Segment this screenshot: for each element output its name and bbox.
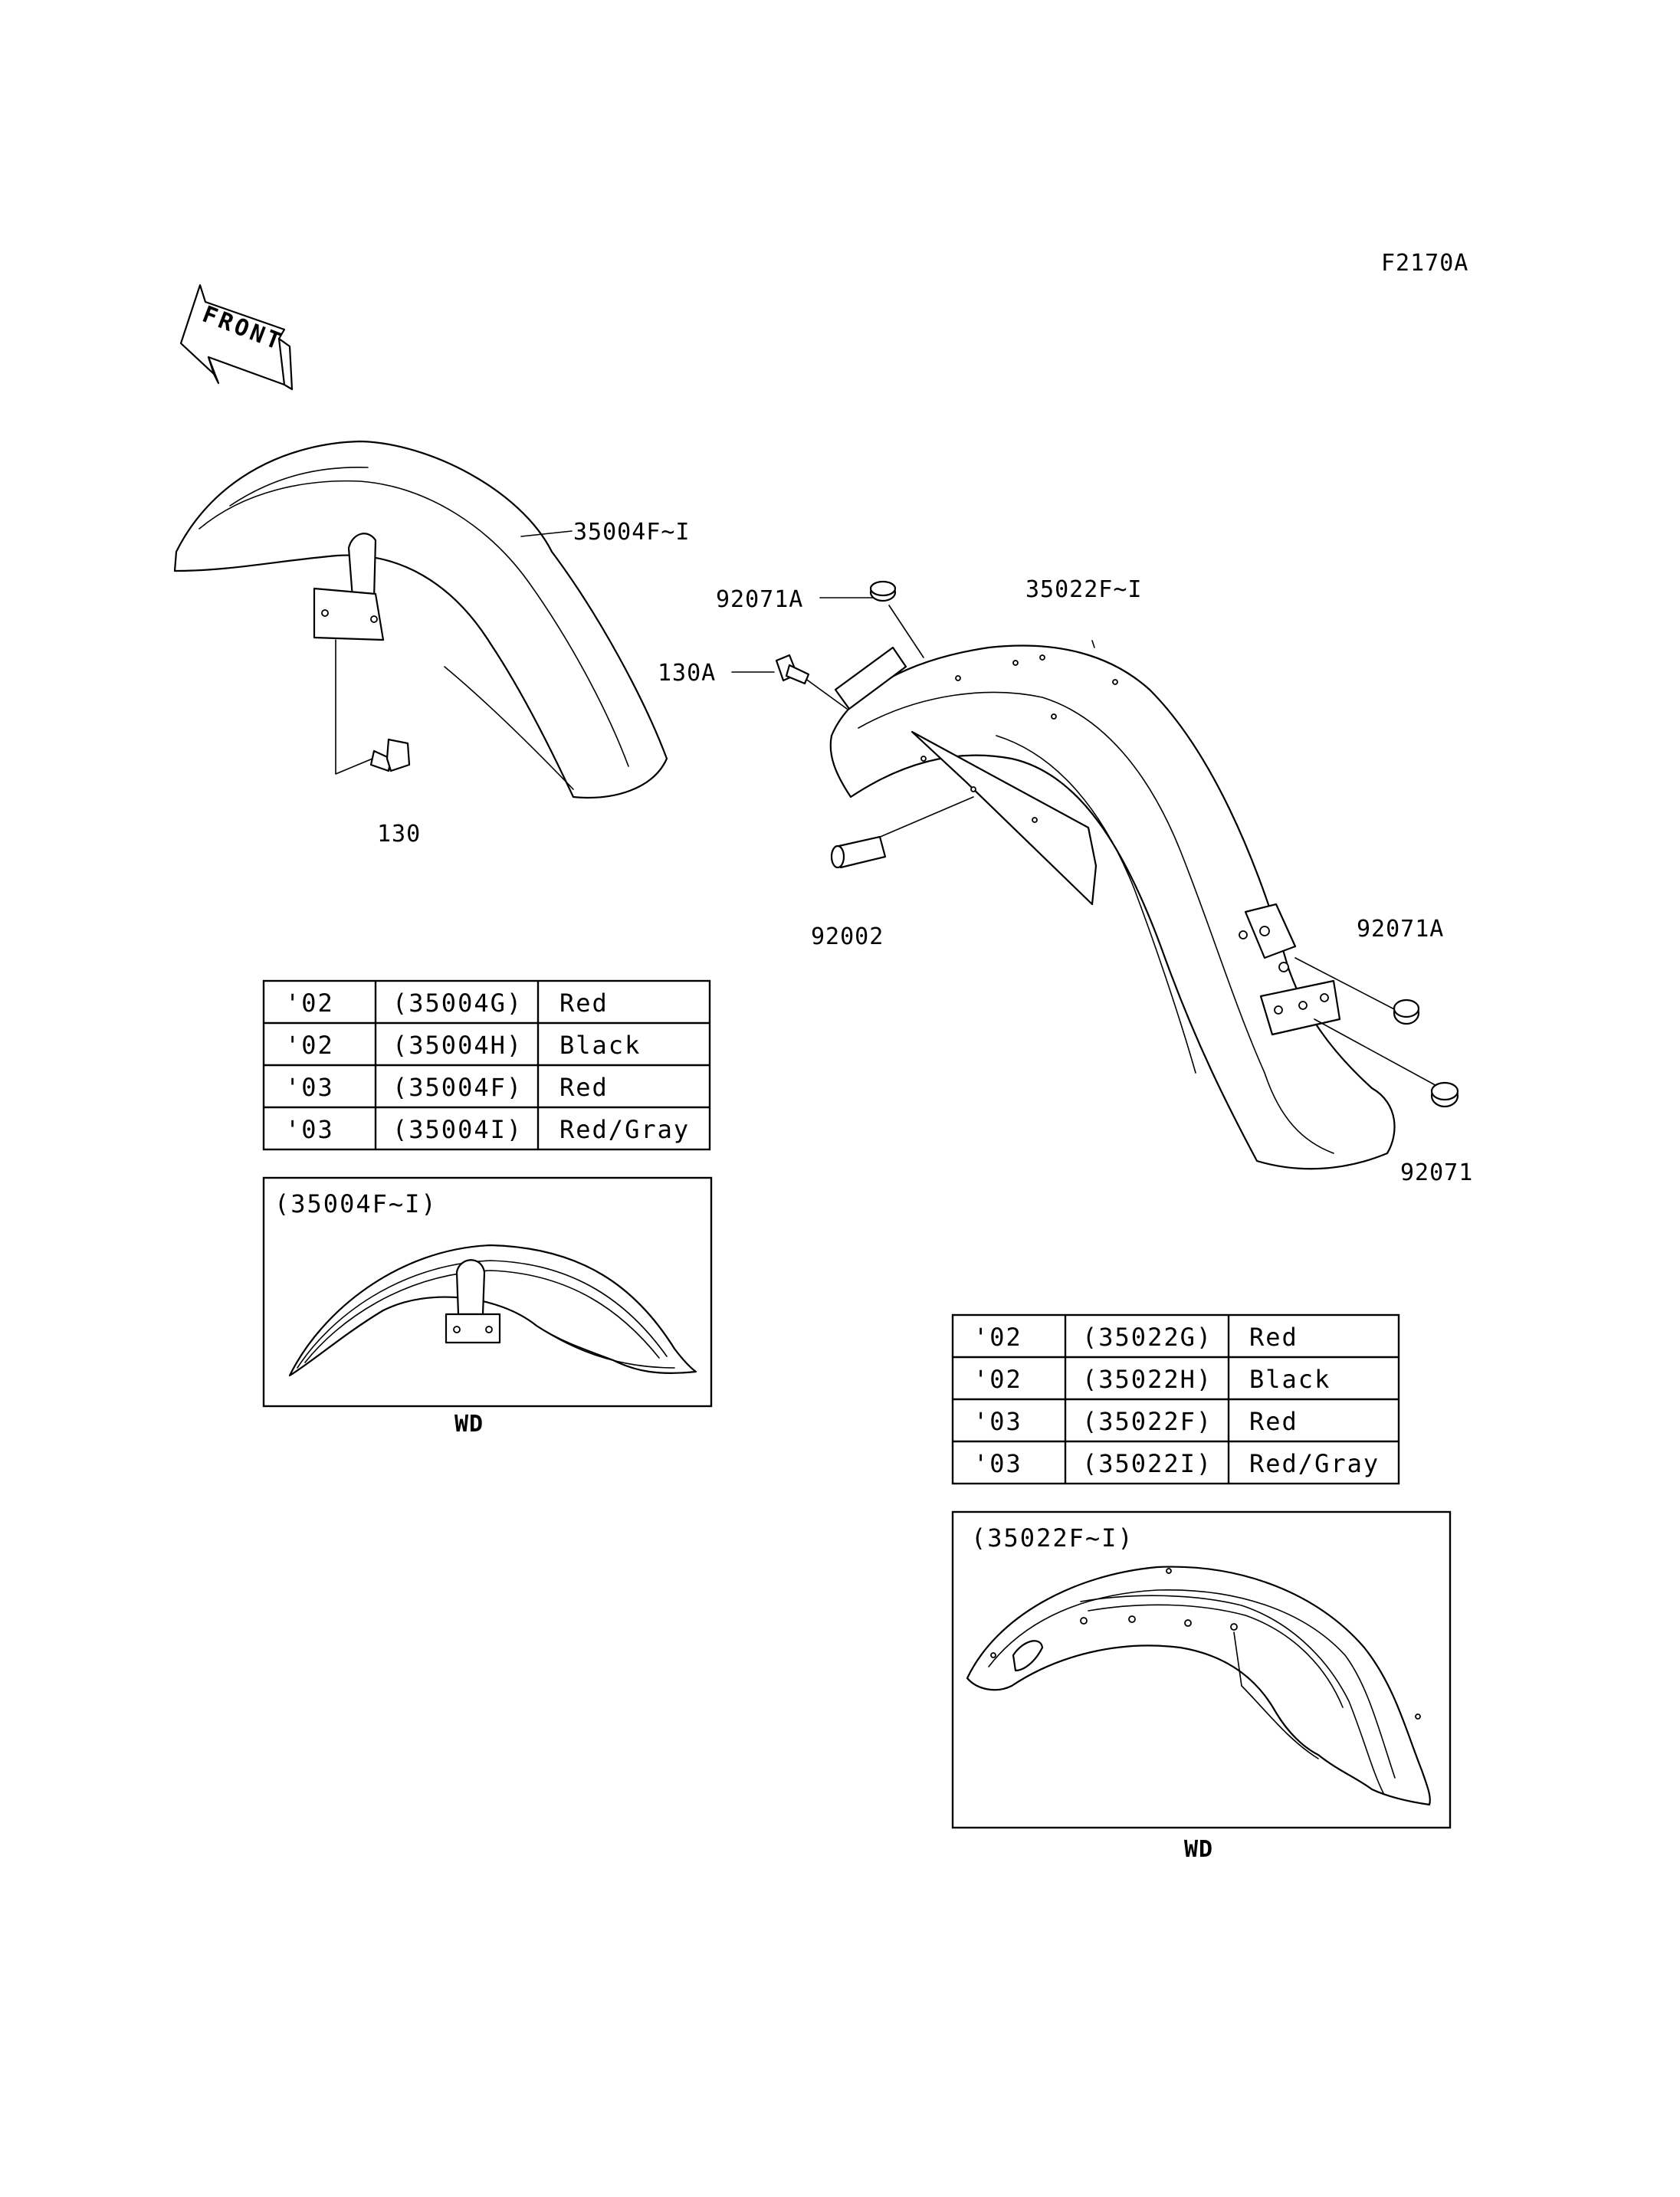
rear-inset-caption: WD xyxy=(1184,1836,1213,1863)
front-row3-part: (35004F) xyxy=(392,1073,523,1102)
rear-row1-part: (35022G) xyxy=(1082,1323,1212,1352)
nut-92071A-right-icon xyxy=(1393,998,1420,1025)
front-row3-year: '03 xyxy=(285,1073,334,1102)
nut-92071A-top-icon xyxy=(869,580,897,602)
rear-row3-year: '03 xyxy=(973,1407,1022,1436)
front-inset: (35004F~I) xyxy=(262,1176,713,1408)
callout-130A: 130A xyxy=(658,660,716,687)
front-row4-color: Red/Gray xyxy=(559,1115,690,1144)
front-row4-part: (35004I) xyxy=(392,1115,523,1144)
rear-row1-year: '02 xyxy=(973,1323,1022,1352)
callout-92071: 92071 xyxy=(1400,1159,1473,1186)
figure-code: F2170A xyxy=(1381,250,1468,277)
callout-35004: 35004F~I xyxy=(573,519,691,546)
rear-inset: (35022F~I) xyxy=(951,1510,1452,1829)
front-row2-part: (35004H) xyxy=(392,1031,523,1060)
rear-row2-color: Black xyxy=(1249,1365,1331,1394)
front-inset-caption: WD xyxy=(454,1411,484,1438)
rear-row3-color: Red xyxy=(1249,1407,1298,1436)
front-row3-color: Red xyxy=(559,1073,609,1102)
bolt-130-icon xyxy=(369,738,411,772)
callout-92071A-top: 92071A xyxy=(716,586,803,613)
rear-row1-color: Red xyxy=(1249,1323,1298,1352)
front-fender-drawing xyxy=(173,440,668,798)
front-arrow-icon: FRONT xyxy=(179,284,294,391)
rear-row2-year: '02 xyxy=(973,1365,1022,1394)
stud-92002-icon xyxy=(830,835,887,869)
rear-fender-drawing xyxy=(731,580,1459,1170)
rear-row4-color: Red/Gray xyxy=(1249,1449,1380,1478)
rear-color-table: '02 (35022G) Red '02 (35022H) Black '03 … xyxy=(951,1313,1400,1485)
front-row2-year: '02 xyxy=(285,1031,334,1060)
rear-row3-part: (35022F) xyxy=(1082,1407,1212,1436)
rear-row4-year: '03 xyxy=(973,1449,1022,1478)
nut-92071-icon xyxy=(1430,1081,1459,1108)
callout-92071A-right: 92071A xyxy=(1357,916,1444,943)
front-row1-year: '02 xyxy=(285,989,334,1018)
rear-row2-part: (35022H) xyxy=(1082,1365,1212,1394)
rear-row4-part: (35022I) xyxy=(1082,1449,1212,1478)
rear-inset-title: (35022F~I) xyxy=(971,1523,1134,1553)
front-inset-title: (35004F~I) xyxy=(274,1189,438,1218)
callout-92002: 92002 xyxy=(811,923,884,950)
callout-35022: 35022F~I xyxy=(1025,576,1143,603)
front-color-table: '02 (35004G) Red '02 (35004H) Black '03 … xyxy=(262,979,711,1151)
front-row1-part: (35004G) xyxy=(392,989,523,1018)
bolt-130A-icon xyxy=(775,654,810,685)
front-row2-color: Black xyxy=(559,1031,641,1060)
front-row1-color: Red xyxy=(559,989,609,1018)
callout-130: 130 xyxy=(377,821,421,848)
front-row4-year: '03 xyxy=(285,1115,334,1144)
